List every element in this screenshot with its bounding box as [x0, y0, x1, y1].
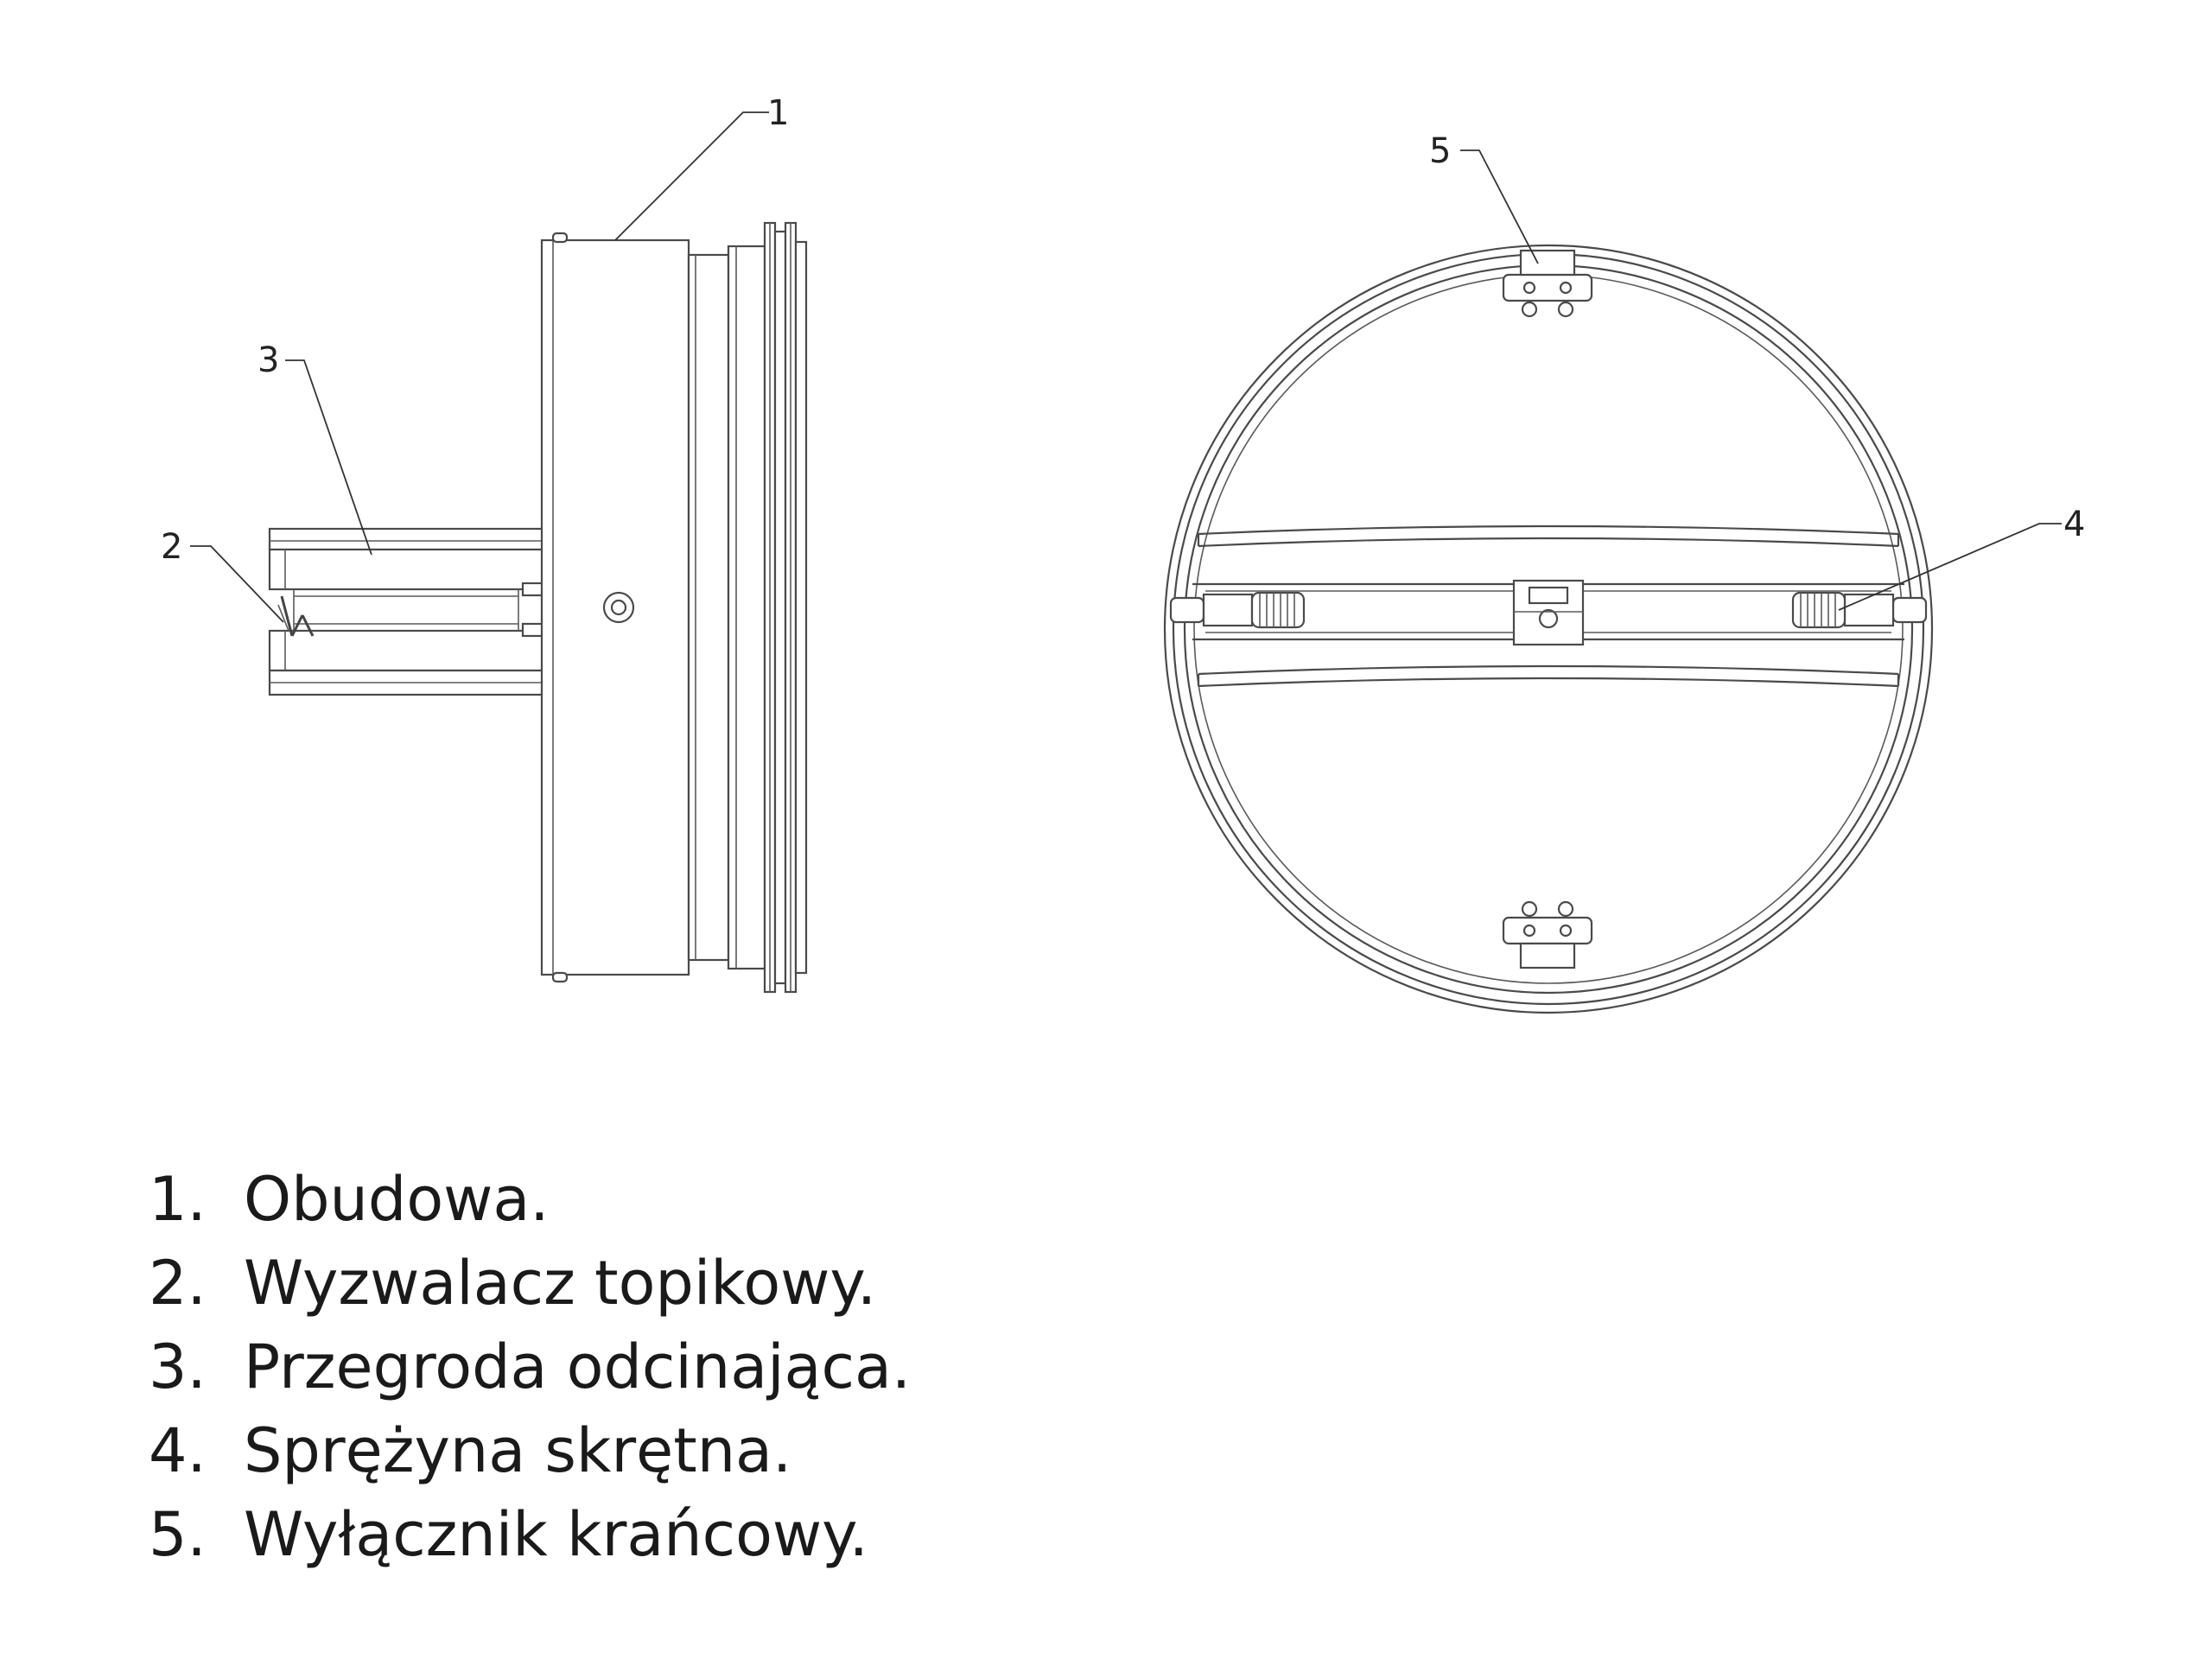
housing-side — [540, 232, 690, 983]
legend-item: 3. Przegroda odcinająca. — [149, 1325, 911, 1409]
legend-number: 1. — [149, 1164, 207, 1235]
legend-text: Sprężyna skrętna. — [244, 1415, 792, 1486]
leader-lines-front — [1460, 149, 2062, 611]
legend-text: Wyłącznik krańcowy. — [244, 1499, 868, 1570]
torsion-spring-right — [1791, 591, 1847, 629]
legend-item: 2. Wyzwalacz topikowy. — [149, 1242, 911, 1325]
legend-item: 5. Wyłącznik krańcowy. — [149, 1493, 911, 1577]
legend-text: Obudowa. — [244, 1164, 550, 1235]
parts-legend: 1. Obudowa. 2. Wyzwalacz topikowy. 3. Pr… — [149, 1158, 911, 1577]
legend-item: 1. Obudowa. — [149, 1158, 911, 1242]
legend-number: 3. — [149, 1332, 207, 1402]
limit-switch-top — [1502, 249, 1593, 318]
legend-text: Przegroda odcinająca. — [244, 1332, 912, 1402]
spigot-side — [687, 221, 808, 994]
fusible-link-side — [277, 595, 315, 637]
leader-lines-side — [190, 111, 769, 623]
callout-2: 2 — [161, 527, 182, 567]
legend-number: 5. — [149, 1499, 207, 1570]
legend-text: Wyzwalacz topikowy. — [244, 1248, 877, 1319]
callout-4: 4 — [2063, 505, 2085, 544]
damper-blade-front — [1169, 524, 1928, 688]
callout-1: 1 — [767, 93, 789, 133]
torsion-spring-left — [1250, 591, 1306, 629]
legend-number: 4. — [149, 1415, 207, 1486]
callout-3: 3 — [257, 340, 279, 380]
limit-switch-bottom — [1502, 900, 1593, 969]
damper-blade-side — [268, 527, 546, 696]
front-view — [1163, 149, 2062, 1014]
legend-number: 2. — [149, 1248, 207, 1319]
legend-item: 4. Sprężyna skrętna. — [149, 1409, 911, 1493]
callout-5: 5 — [1429, 131, 1451, 171]
side-view — [190, 111, 808, 994]
